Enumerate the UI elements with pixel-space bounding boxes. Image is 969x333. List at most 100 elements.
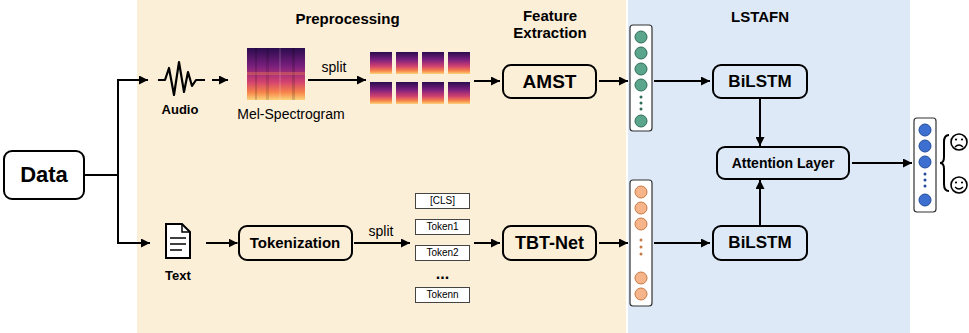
output-vector-part	[924, 185, 927, 188]
spectrogram-patches-part	[422, 82, 444, 104]
audio-feature-vector-part	[640, 102, 643, 105]
flow-arrows-part	[852, 162, 912, 164]
audio-feature-vector	[630, 25, 652, 131]
icon-node: Audio	[148, 58, 212, 118]
text-feature-vector-part	[635, 288, 647, 300]
audio-feature-vector-part	[635, 79, 647, 91]
mel-spectrogram-image-part	[247, 48, 305, 100]
happy-face-part	[955, 187, 963, 189]
flow-arrows-part	[654, 80, 710, 82]
text-feature-vector-part	[640, 253, 643, 256]
sad-face	[951, 134, 967, 150]
icon-node: Text	[150, 220, 206, 284]
spectrogram-patches-part	[422, 52, 444, 74]
output-vector-part	[914, 118, 936, 212]
token-label: Token1	[426, 221, 458, 233]
icon-label: Audio	[162, 103, 199, 118]
document-icon	[166, 224, 190, 258]
stage-panel: PreprocessingFeature ExtractionAudioMel-…	[137, 0, 626, 333]
text-feature-vector-part	[640, 246, 643, 249]
spectrogram-patches-part	[396, 52, 418, 74]
audio-feature-vector-part	[635, 63, 647, 75]
text-feature-vector-part	[635, 202, 647, 214]
flow-arrows-part	[599, 242, 628, 244]
document-icon-part	[182, 224, 190, 232]
flow-arrows-part	[599, 80, 628, 82]
mel-spectrogram-image	[247, 48, 305, 100]
preprocessing-ground	[137, 0, 626, 333]
flow-arrow	[85, 80, 148, 175]
happy-face-part	[951, 177, 967, 193]
process-box: BiLSTM	[712, 64, 808, 99]
document-icon-part	[170, 238, 186, 250]
flow-arrow	[759, 180, 761, 225]
process-box: BiLSTM	[712, 225, 808, 261]
text-feature-vector-part	[635, 218, 647, 230]
output-vector	[914, 118, 936, 212]
output-vector-part	[919, 124, 931, 136]
icon-node: Mel-Spectrogram	[228, 46, 354, 122]
brace	[940, 135, 949, 191]
sad-face-part	[951, 134, 967, 150]
flow-arrows-part	[308, 79, 366, 81]
text-feature-vector-part	[640, 239, 643, 242]
sad-face-part	[955, 138, 957, 140]
icon-label: Text	[165, 269, 191, 284]
flow-arrows	[308, 80, 912, 243]
box-label: TBT-Net	[515, 233, 584, 254]
spectrogram-patches-part	[370, 82, 392, 104]
annotation-label: split	[322, 59, 347, 75]
annotation-label: ...	[436, 265, 449, 283]
panel-heading: LSTAFN	[731, 8, 789, 25]
audio-feature-vector-part	[640, 108, 643, 111]
token-box: [CLS]	[415, 193, 470, 209]
stage-panel: LSTAFNBiLSTMAttention LayerBiLSTM	[628, 0, 910, 333]
audio-feature-vector-part	[635, 31, 647, 43]
sad-face-part	[961, 138, 963, 140]
waveform-icon	[158, 62, 205, 95]
happy-face-part	[961, 181, 963, 183]
audio-feature-vector-part	[630, 25, 652, 131]
text-feature-vector	[630, 180, 652, 306]
happy-face	[951, 177, 967, 193]
text-feature-vector-part	[635, 186, 647, 198]
flow-arrow	[759, 99, 761, 146]
output-vector-part	[919, 194, 931, 206]
panel-heading: Preprocessing	[295, 10, 399, 27]
box-label: Attention Layer	[732, 155, 835, 171]
spectrogram-patches-part	[396, 82, 418, 104]
audio-feature-vector-part	[635, 47, 647, 59]
flow-arrow	[85, 175, 150, 243]
box-label: BiLSTM	[728, 72, 791, 92]
document-icon-part	[166, 224, 190, 258]
box-label: Data	[20, 162, 68, 187]
process-box: Attention Layer	[716, 146, 850, 180]
output-vector-part	[919, 140, 931, 152]
spectrogram-patches-part	[370, 52, 392, 74]
flow-arrows-part	[354, 242, 410, 244]
spectrogram-patches-part	[448, 52, 470, 74]
process-box: AMST	[502, 64, 597, 99]
flow-arrow	[206, 242, 238, 244]
text-feature-vector-part	[635, 272, 647, 284]
output-vector-part	[924, 173, 927, 176]
flow-arrows-part	[474, 80, 500, 82]
box-label: Tokenization	[250, 234, 341, 251]
flow-arrow	[212, 79, 228, 81]
mel-spectrogram-image-part	[247, 72, 305, 75]
flow-arrows-part	[654, 242, 710, 244]
box-label: BiLSTM	[728, 233, 791, 253]
happy-face-part	[955, 181, 957, 183]
token-label: Tokenn	[426, 289, 458, 301]
sad-face-part	[955, 145, 963, 147]
spectrogram-patches-part	[448, 82, 470, 104]
flow-arrows-part	[474, 242, 500, 244]
token-box: Token2	[415, 245, 470, 261]
text-feature-vector-part	[630, 180, 652, 306]
lstafn-ground	[628, 0, 910, 333]
token-box: Tokenn	[415, 287, 470, 303]
audio-feature-vector-part	[640, 96, 643, 99]
token-label: [CLS]	[430, 195, 455, 207]
audio-feature-vector-part	[635, 115, 647, 127]
box-label: AMST	[523, 71, 577, 93]
